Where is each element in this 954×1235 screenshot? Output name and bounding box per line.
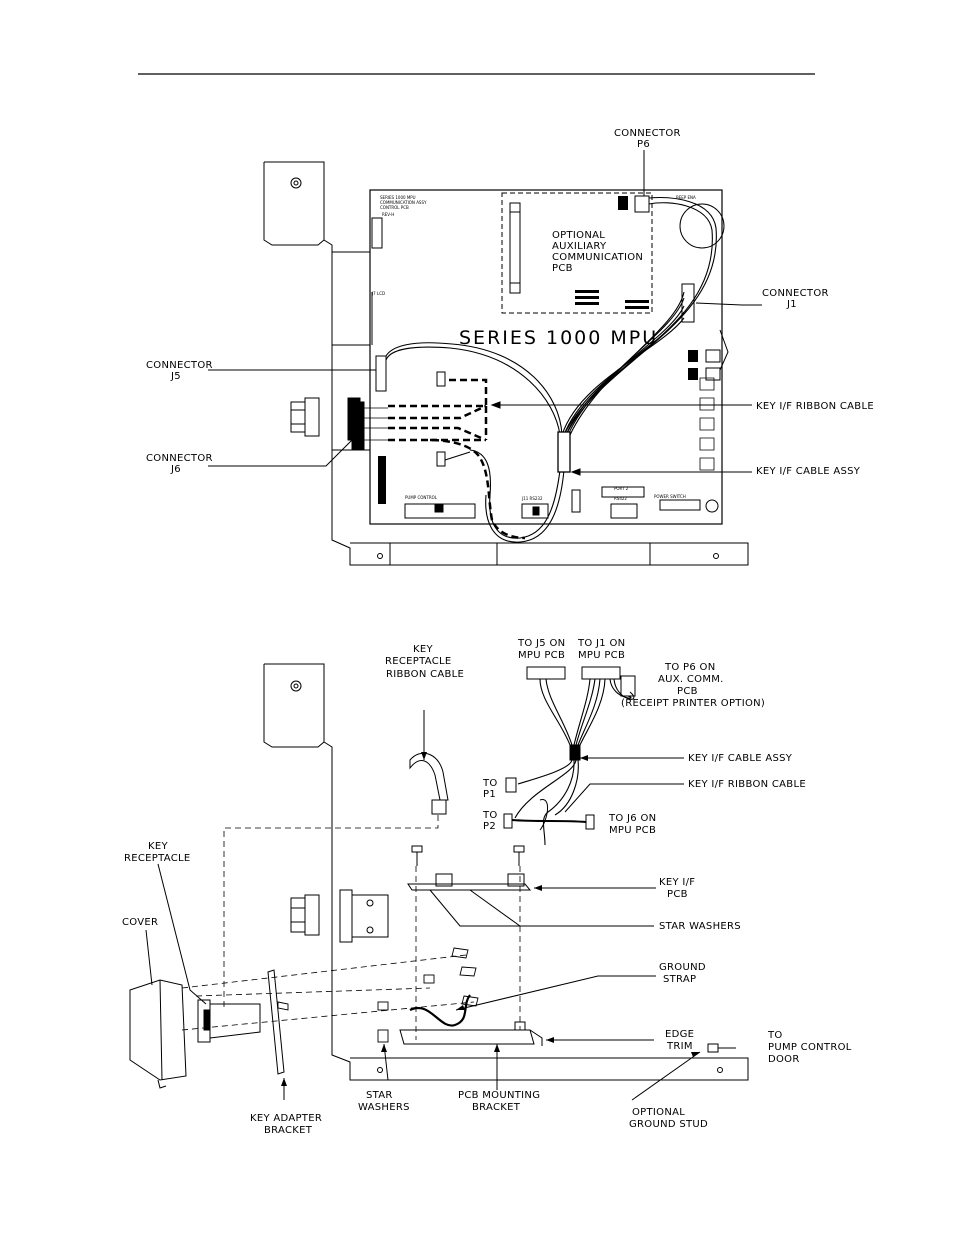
key-receptacle-ribbon xyxy=(409,752,449,801)
label-star-washers-1: STAR WASHERS xyxy=(659,921,741,932)
label-ribbon-cable-plug-2: RECEPTACLE xyxy=(385,656,451,667)
board-port2: PORT 2 xyxy=(614,486,629,491)
label-pcb-bracket-1: PCB MOUNTING xyxy=(458,1090,540,1101)
label-cover: COVER xyxy=(122,917,158,928)
key-receptacle-body xyxy=(197,999,261,1043)
ground-strap xyxy=(409,994,471,1027)
bottom-diagram: KEY RECEPTACLE RIBBON CABLE TO J5 ON MPU… xyxy=(122,638,852,1136)
rs232-connector xyxy=(521,503,549,519)
pcb-mounting-bracket xyxy=(399,1021,543,1046)
label-to-j1-2: MPU PCB xyxy=(578,650,625,661)
label-j6-1: CONNECTOR xyxy=(146,453,213,464)
label-to-p1-2: P1 xyxy=(483,789,496,800)
top-diagram: OPTIONAL AUXILIARY COMMUNICATION PCB SER… xyxy=(146,128,874,566)
key-receptacle-knob xyxy=(290,397,361,441)
label-ribbon-bottom: KEY I/F RIBBON CABLE xyxy=(688,779,806,790)
label-to-j6-1: TO J6 ON xyxy=(608,813,656,824)
aux-pcb-line-2: AUXILIARY xyxy=(552,241,607,252)
label-star-washers-2b: WASHERS xyxy=(358,1102,410,1113)
label-key-adapter-2: BRACKET xyxy=(264,1125,313,1136)
cable-assy-knot xyxy=(569,744,581,761)
board-beep: BEEP ENA xyxy=(676,195,696,200)
label-to-pump-2: PUMP CONTROL xyxy=(768,1042,852,1053)
label-key-adapter-1: KEY ADAPTER xyxy=(250,1113,322,1124)
label-to-p2-2: P2 xyxy=(483,821,496,832)
label-j6-2: J6 xyxy=(170,464,181,475)
label-to-j1-1: TO J1 ON xyxy=(577,638,625,649)
board-rev: REV-H xyxy=(382,212,394,217)
label-key-receptacle-1: KEY xyxy=(148,841,168,852)
board-power-switch: POWER SWITCH xyxy=(654,494,686,499)
label-to-j6-2: MPU PCB xyxy=(609,825,656,836)
cable-bundle xyxy=(385,197,717,543)
label-to-p6-2: AUX. COMM. xyxy=(658,674,724,685)
board-pump-control: PUMP CONTROL xyxy=(405,495,438,500)
label-cable-assy: KEY I/F CABLE ASSY xyxy=(756,466,861,477)
bottom-callout-lines xyxy=(145,710,701,1101)
board-lcd: J7 LCD xyxy=(371,291,385,296)
key-if-pcb xyxy=(407,873,532,891)
label-to-pump-3: DOOR xyxy=(768,1054,800,1065)
board-header-3: CONTROL PCB xyxy=(380,205,409,210)
label-to-p2-1: TO xyxy=(482,810,498,821)
harness-wires xyxy=(514,678,635,846)
board-header-1: SERIES 1000 MPU xyxy=(380,195,416,200)
label-edge-trim-2: TRIM xyxy=(666,1041,693,1052)
label-pcb-bracket-2: BRACKET xyxy=(472,1102,521,1113)
label-ribbon-cable-plug-1: KEY xyxy=(413,644,433,655)
label-to-p6-3: PCB xyxy=(677,686,698,697)
label-key-receptacle-2: RECEPTACLE xyxy=(124,853,190,864)
top-callout-lines xyxy=(208,150,762,473)
label-ground-strap-1: GROUND xyxy=(659,962,706,973)
ribbon-cable-dashed xyxy=(388,378,526,540)
top-mounting-bracket xyxy=(264,161,749,566)
aux-pcb-line-3: COMMUNICATION xyxy=(552,252,643,263)
label-ribbon-cable-plug-3: RIBBON CABLE xyxy=(386,669,464,680)
label-j5-1: CONNECTOR xyxy=(146,360,213,371)
label-ground-strap-2: STRAP xyxy=(663,974,696,985)
pcb-screws xyxy=(411,845,525,866)
board-header-2: COMMUNICATION ASSY xyxy=(380,200,427,205)
label-key-pcb-2: PCB xyxy=(667,889,688,900)
board-rs422: RS422 xyxy=(614,496,627,501)
label-p6-2: P6 xyxy=(637,139,650,150)
label-j5-2: J5 xyxy=(170,371,181,382)
label-edge-trim-1: EDGE xyxy=(665,1029,694,1040)
label-p6-1: CONNECTOR xyxy=(614,128,681,139)
label-key-pcb-1: KEY I/F xyxy=(659,877,695,888)
label-cable-assy-bottom: KEY I/F CABLE ASSY xyxy=(688,753,793,764)
j1-connector xyxy=(681,283,695,323)
board-rs232: J11 RS232 xyxy=(521,496,543,501)
label-j1-2: J1 xyxy=(786,299,797,310)
cover xyxy=(129,979,187,1089)
label-to-p1-1: TO xyxy=(482,778,498,789)
j6-connector xyxy=(351,401,365,451)
label-to-j5-2: MPU PCB xyxy=(518,650,565,661)
aux-comm-pcb xyxy=(501,192,653,314)
label-to-p6-1: TO P6 ON xyxy=(664,662,715,673)
mpu-pcb xyxy=(369,189,723,525)
label-star-washers-2a: STAR xyxy=(366,1090,393,1101)
key-adapter-bracket xyxy=(267,969,285,1075)
bottom-mounting-bracket xyxy=(264,663,749,1081)
label-ground-stud-2: GROUND STUD xyxy=(629,1119,708,1130)
label-j1-1: CONNECTOR xyxy=(762,288,829,299)
label-to-p6-4: (RECEIPT PRINTER OPTION) xyxy=(621,698,765,709)
label-to-j5-1: TO J5 ON xyxy=(517,638,565,649)
label-ribbon-cable: KEY I/F RIBBON CABLE xyxy=(756,401,874,412)
label-ground-stud-1: OPTIONAL xyxy=(632,1107,685,1118)
aux-pcb-line-1: OPTIONAL xyxy=(552,230,605,241)
j5-connector xyxy=(375,355,387,392)
mpu-title: SERIES 1000 MPU xyxy=(459,327,658,349)
label-to-pump-1: TO xyxy=(767,1030,783,1041)
key-receptacle-assembly xyxy=(290,889,389,943)
cable-assy-sleeve xyxy=(557,431,571,473)
aux-pcb-line-4: PCB xyxy=(552,263,573,274)
rs422-connector xyxy=(610,503,638,519)
